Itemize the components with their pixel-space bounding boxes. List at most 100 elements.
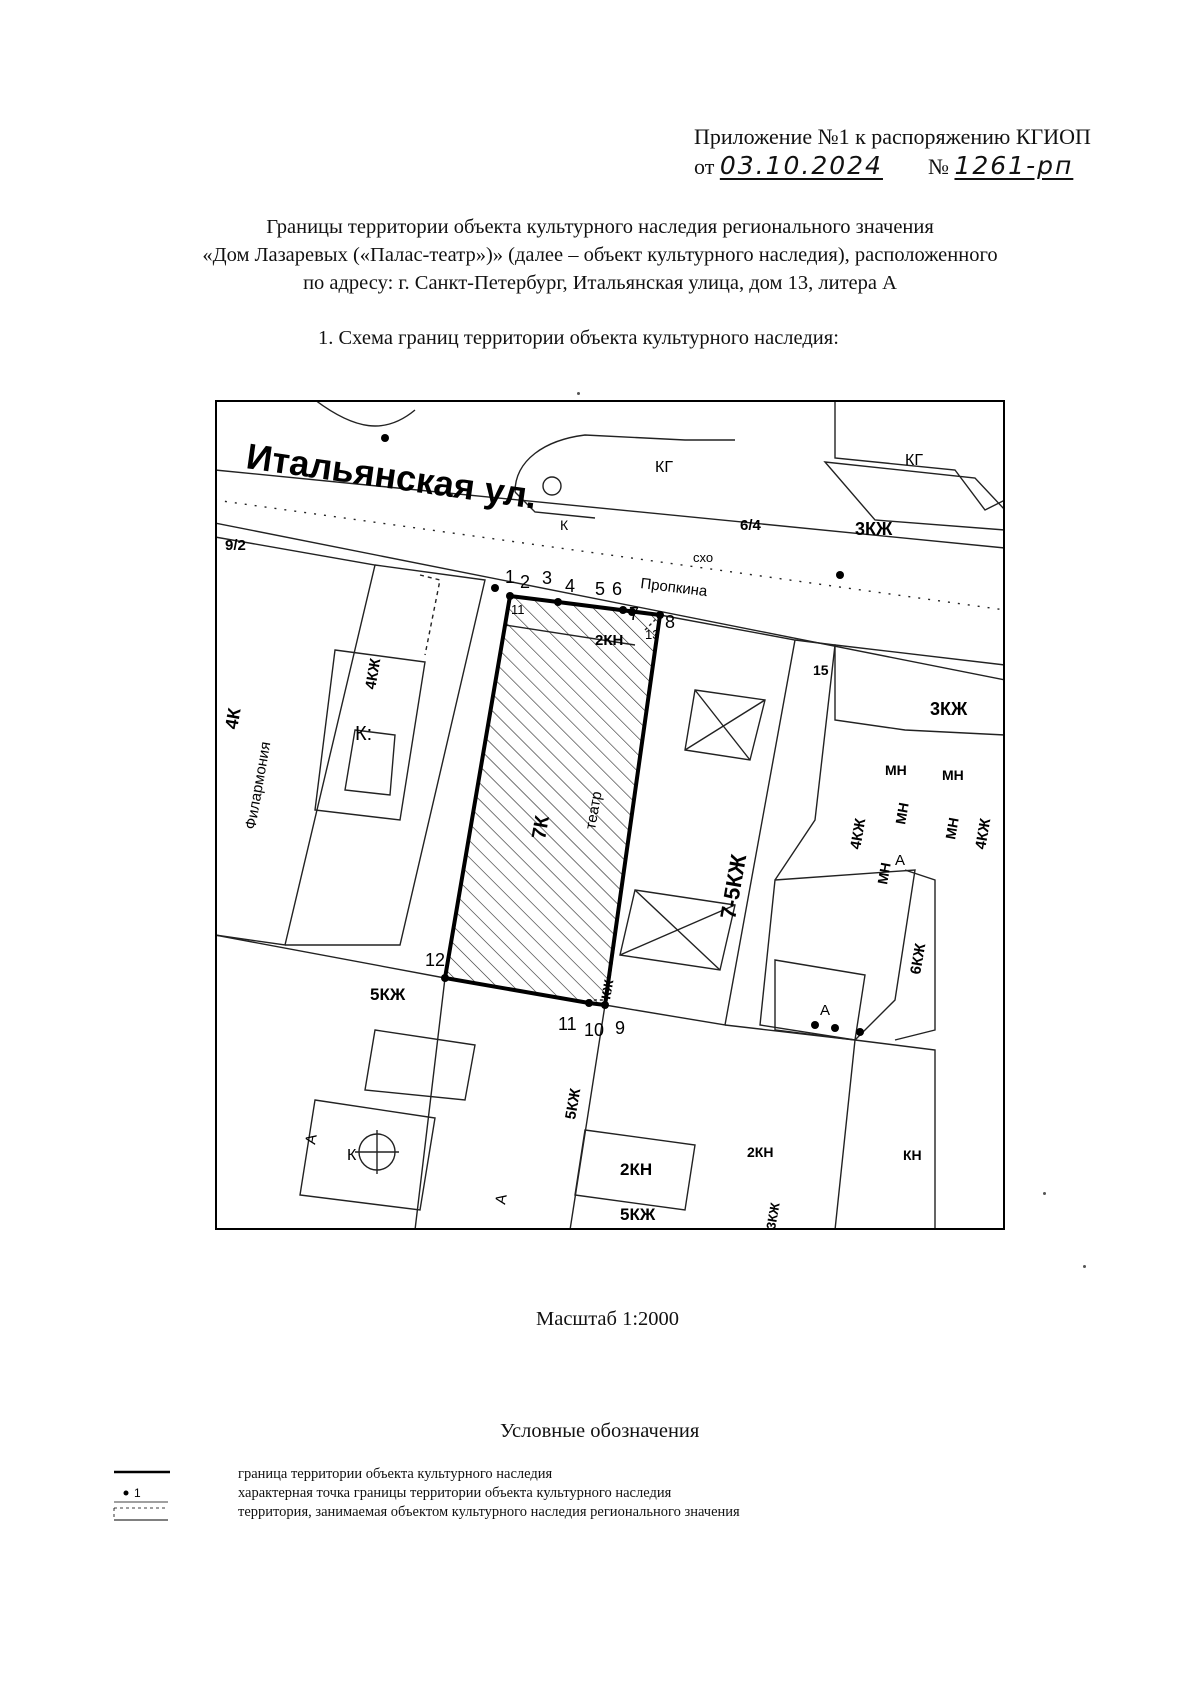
title-line-3: по адресу: г. Санкт-Петербург, Итальянск…: [303, 272, 897, 294]
point-label-2: 2: [520, 572, 530, 592]
label-mn-3: МН: [892, 801, 912, 825]
label-kg2: КГ: [905, 452, 923, 469]
boundary-point-8: [656, 611, 664, 619]
legend-point-number: 1: [134, 1486, 141, 1500]
scan-speck: [577, 392, 580, 395]
order-number: 1261-рп: [954, 151, 1074, 180]
block-bottom-right: [695, 1024, 856, 1230]
label-5kzh-lower: 5КЖ: [562, 1087, 584, 1121]
label-2kn-top: 2КН: [595, 632, 623, 649]
label-a1: А: [820, 1002, 830, 1019]
street-edge-south: [215, 522, 1005, 681]
square-curve-2: [514, 491, 596, 519]
label-6kzh: 6КЖ: [907, 942, 929, 976]
point-label-5: 5: [595, 579, 605, 599]
date-prefix: от: [694, 154, 715, 179]
boundary-point-4: [554, 598, 562, 606]
label-house-9-2: 9/2: [225, 537, 246, 554]
label-k-top: К: [560, 517, 569, 533]
boundary-point-symbol: 1: [114, 1486, 168, 1503]
label-4kzh-right2: 4КЖ: [972, 817, 994, 851]
label-2kn-bottom: 2КН: [620, 1160, 652, 1179]
legend-title: Условные обозначения: [500, 1420, 700, 1442]
appendix-line: Приложение №1 к распоряжению КГИОП: [694, 124, 1091, 150]
label-sxo: схо: [693, 550, 713, 565]
label-kg1: КГ: [655, 459, 673, 476]
label-5kzh-bottom2: 5КЖ: [620, 1205, 656, 1224]
block-3kzh-top: [823, 461, 1005, 531]
label-4k: 4К: [221, 706, 245, 731]
block-k-circle-frame: [299, 1099, 436, 1211]
block-a-right: [774, 959, 866, 1041]
point-label-8: 8: [665, 612, 675, 632]
label-3kzh-top: 3КЖ: [855, 519, 893, 539]
label-4kzh-right1: 4КЖ: [847, 817, 869, 851]
passage-left: [419, 574, 441, 656]
label-5kzh-bottom: 5КЖ: [370, 985, 406, 1004]
block-right-mn: [774, 639, 836, 881]
street-label: Итальянская ул.: [244, 435, 540, 516]
cross-box-1-d2: [684, 699, 766, 751]
label-house-15: 15: [813, 662, 829, 678]
label-a2: А: [895, 852, 905, 869]
house-marker-3: [811, 1021, 819, 1029]
point-label-6: 6: [612, 579, 622, 599]
label-a3: А: [302, 1133, 320, 1146]
legend-text-boundary: граница территории объекта культурного н…: [238, 1466, 553, 1482]
point-label-12: 12: [425, 950, 445, 970]
label-house-11: 11: [511, 602, 525, 617]
label-a4: А: [492, 1193, 510, 1206]
label-teatr: театр: [582, 790, 605, 831]
street-edge-north: [215, 469, 1005, 549]
block-right-6kzh: [894, 869, 936, 1041]
street-mid-line: [215, 499, 1005, 611]
block-bottom-left: [215, 934, 446, 1230]
block-left-philharmonia: [215, 536, 376, 946]
document-title: Границы территории объекта культурного н…: [100, 213, 1100, 297]
block-right-3kzh: [834, 644, 1005, 736]
block-bottom-inner: [364, 1029, 476, 1101]
boundary-map: Итальянская ул. Пропкина Филармония 4К 4…: [215, 400, 1005, 1230]
block-7-5kzh: [604, 614, 796, 1026]
plot-inner-line: [504, 624, 636, 646]
point-label-1: 1: [505, 567, 515, 587]
appendix-label: Приложение №1 к распоряжению КГИОП: [694, 124, 1091, 149]
label-k-bottom: К: [347, 1147, 357, 1164]
label-kn-small: КН: [903, 1147, 922, 1163]
point-label-7: 7: [629, 604, 639, 624]
house-marker-2: [836, 571, 844, 579]
point-label-11: 11: [558, 1014, 577, 1034]
house-marker-5: [856, 1028, 864, 1036]
section-heading: 1. Схема границ территории объекта культ…: [318, 327, 839, 349]
top-left-curve: [314, 400, 416, 427]
label-4kzh-left: 4КЖ: [362, 657, 384, 691]
label-philharmonia: Филармония: [242, 740, 274, 830]
boundary-point-7: [628, 608, 636, 616]
label-3kzh-bottom: 3КЖ: [763, 1201, 782, 1230]
boundary-point-9: [601, 1001, 609, 1009]
map-scale: Масштаб 1:2000: [536, 1308, 680, 1330]
scan-speck: [1083, 1265, 1086, 1268]
label-kzh-small: КЖ: [598, 978, 616, 1000]
house-marker-4: [831, 1024, 839, 1032]
boundary-point-12: [441, 974, 449, 982]
legend-text-area: территория, занимаемая объектом культурн…: [238, 1504, 740, 1520]
order-date: 03.10.2024: [719, 151, 883, 180]
hatch-area-symbol: [113, 1507, 168, 1521]
courtyard-left-shape: [344, 729, 396, 796]
square-curve: [514, 434, 735, 493]
block-right-courtyard: [759, 869, 916, 1041]
point-label-4: 4: [565, 576, 575, 596]
lane-label: Пропкина: [640, 575, 709, 600]
point-label-9: 9: [615, 1018, 625, 1038]
block-top-right: [834, 400, 1005, 511]
title-line-1: Границы территории объекта культурного н…: [266, 216, 934, 238]
label-mn-5: МН: [874, 861, 894, 885]
legend-text-point: характерная точка границы территории объ…: [238, 1485, 672, 1501]
label-k-left: К:: [355, 723, 372, 745]
cross-box-2-d2: [619, 904, 736, 956]
boundary-point-10: [585, 999, 593, 1007]
label-mn-2: МН: [942, 767, 964, 783]
cross-box-1-d1: [694, 689, 751, 761]
boundary-point-1: [491, 584, 499, 592]
